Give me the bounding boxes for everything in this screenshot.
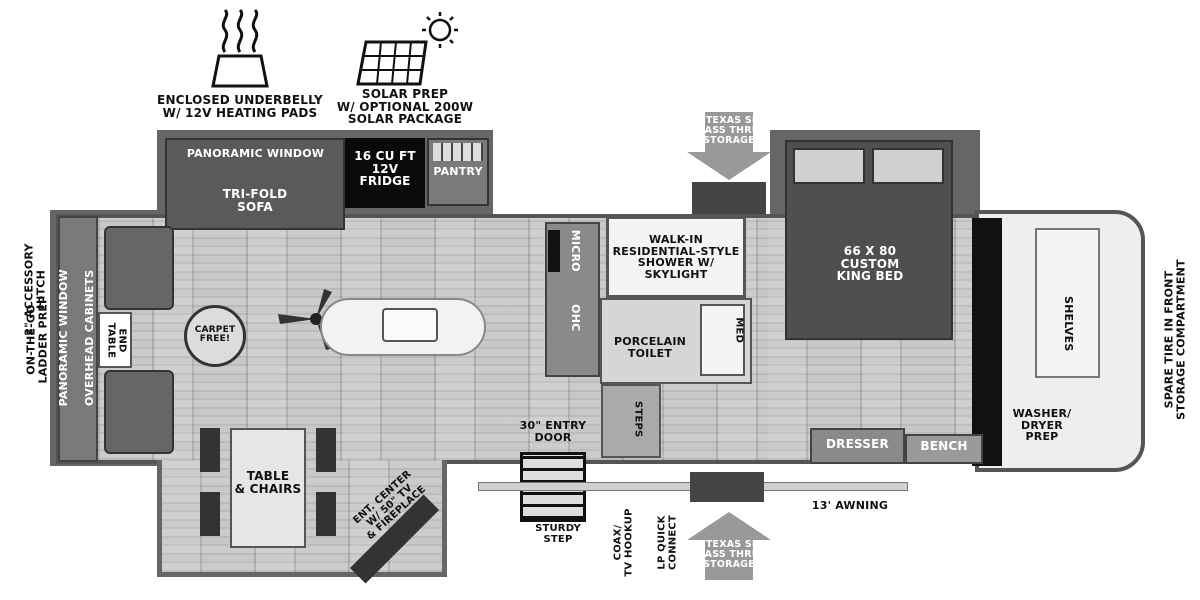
solar-panel-icon <box>356 12 458 86</box>
end-table <box>98 312 132 368</box>
spare-tire-label: SPARE TIRE IN FRONT STORAGE COMPARTMENT <box>1162 259 1187 420</box>
trifold-sofa <box>165 138 345 230</box>
dresser-label: DRESSER <box>826 437 889 451</box>
ohc-label: OHC <box>568 304 582 332</box>
recliner-bottom <box>104 370 174 454</box>
solar-label: SOLAR PREP W/ OPTIONAL 200W SOLAR PACKAG… <box>336 87 474 127</box>
solar-feature: SOLAR PREP W/ OPTIONAL 200W SOLAR PACKAG… <box>330 8 480 127</box>
sturdy-step-label: STURDY STEP <box>535 523 581 545</box>
storage-arrow-bottom-icon <box>687 512 771 580</box>
steps <box>601 384 661 458</box>
island-sink <box>382 308 438 342</box>
fridge <box>345 138 425 208</box>
storage-top-label: XL TEXAS SIZE PASS THRU STORAGE <box>688 115 770 146</box>
micro-label: MICRO <box>568 229 582 272</box>
bench <box>905 434 983 464</box>
trifold-sofa-label: TRI-FOLD SOFA <box>222 187 288 214</box>
sink-vanity <box>700 304 745 376</box>
table-chairs-label: TABLE & CHAIRS <box>234 469 302 496</box>
storage-arrow-top-icon <box>687 112 771 180</box>
chair-1 <box>200 428 220 472</box>
entry-door-label: 30" ENTRY DOOR <box>519 419 587 444</box>
chair-2 <box>200 492 220 536</box>
fridge-label: 16 CU FT 12V FRIDGE <box>354 149 416 189</box>
underbelly-feature: ENCLOSED UNDERBELLY W/ 12V HEATING PADS <box>150 8 330 123</box>
pantry-label: PANTRY <box>433 165 483 178</box>
panoramic-window-top-label: PANORAMIC WINDOW <box>186 147 325 160</box>
microwave <box>548 230 560 272</box>
shelves-label: SHELVES <box>1061 296 1075 352</box>
shelves <box>1035 228 1100 378</box>
toilet-label: PORCELAIN TOILET <box>613 335 687 360</box>
awning-label: 13' AWNING <box>811 499 889 512</box>
pillow-right <box>872 148 944 184</box>
panoramic-window-side-label: PANORAMIC WINDOW <box>57 269 71 407</box>
pillow-left <box>793 148 865 184</box>
lp-label: LP QUICK CONNECT <box>656 515 679 570</box>
heat-waves-icon <box>211 8 269 88</box>
dining-table <box>230 428 306 548</box>
pantry-shelves <box>433 143 483 161</box>
pass-thru-bottom <box>690 472 764 502</box>
accessory-hitch-label: 2" ACCESSORY HITCH <box>22 243 47 336</box>
shower-label: WALK-IN RESIDENTIAL-STYLE SHOWER W/ SKYL… <box>612 233 740 281</box>
pass-thru-top <box>692 182 766 214</box>
dresser <box>810 428 905 464</box>
rear-cabinets <box>58 216 98 462</box>
recliner-top <box>104 226 174 310</box>
end-table-label: END TABLE <box>106 322 128 359</box>
shower <box>606 216 746 298</box>
coax-label: COAX/ TV HOOKUP <box>612 508 635 577</box>
overhead-cabinets-label: OVERHEAD CABINETS <box>83 269 97 406</box>
front-closet <box>972 218 1002 466</box>
carpet-free-badge-icon <box>184 305 246 367</box>
washer-dryer-label: WASHER/ DRYER PREP <box>1012 407 1072 444</box>
steps-label: STEPS <box>632 401 644 438</box>
med-label: MED <box>733 317 745 344</box>
chair-3 <box>316 428 336 472</box>
king-bed-label: 66 X 80 CUSTOM KING BED <box>836 244 904 284</box>
chair-4 <box>316 492 336 536</box>
bench-label: BENCH <box>920 439 968 453</box>
underbelly-label: ENCLOSED UNDERBELLY W/ 12V HEATING PADS <box>157 93 323 120</box>
storage-bottom-label: XL TEXAS SIZE PASS THRU STORAGE <box>688 539 770 570</box>
carpet-free-label: CARPET FREE! <box>194 325 236 345</box>
